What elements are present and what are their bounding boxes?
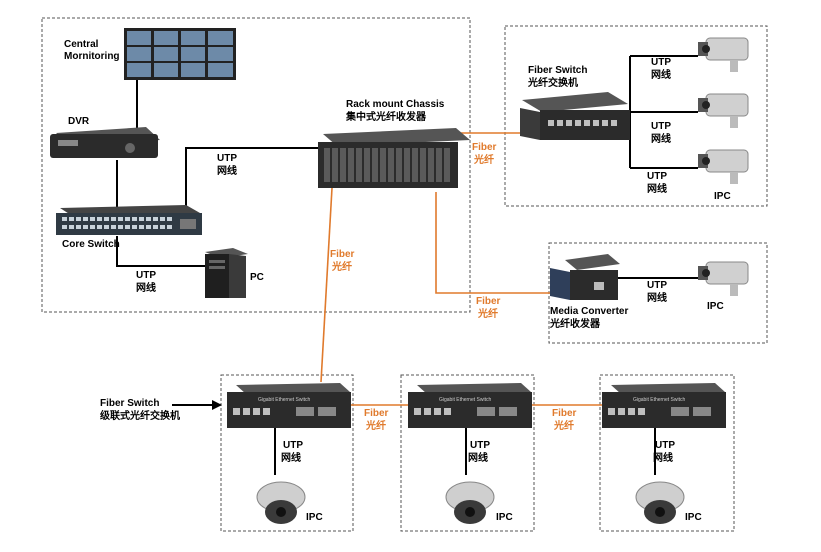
ipc-label-mc: IPC: [707, 301, 724, 312]
utp-label-c1: UTP: [283, 440, 303, 451]
fiber-label-cascade: Fiber: [330, 249, 355, 260]
fiber-label-c12: Fiber: [364, 408, 389, 419]
utp-coreswitch-chassis: [185, 147, 320, 210]
rack-chassis-icon: [318, 128, 470, 188]
switch-panel-text: Gigabit Ethernet Switch: [439, 397, 491, 403]
utp-label-cam2: UTP: [651, 121, 671, 132]
core-switch-icon: [56, 205, 202, 235]
fiber-cn-label-mc: 光纤: [477, 307, 498, 320]
fiber-chassis-mc: [435, 192, 553, 294]
utp-coreswitch-pc: [116, 236, 205, 267]
cascade-box-3: [599, 374, 735, 532]
utp-cn-label-pc: 网线: [136, 281, 156, 294]
dvr-label: DVR: [68, 116, 90, 127]
rack-chassis-label-en: Rack mount Chassis: [346, 99, 445, 110]
utp-label-chassis: UTP: [217, 153, 237, 164]
pc-tower-icon: [205, 248, 248, 298]
utp-cn-label-c2: 网线: [468, 451, 488, 464]
pc-label: PC: [250, 272, 264, 283]
cascade-box-2: [400, 374, 535, 532]
fiber-label-c23: Fiber: [552, 408, 577, 419]
utp-label-c2: UTP: [470, 440, 490, 451]
ipc-label-c3: IPC: [685, 512, 702, 523]
cascade-box-1: [220, 374, 354, 532]
cascade-switch-label-en: Fiber Switch: [100, 398, 159, 409]
bullet-camera-icon: [698, 261, 749, 296]
utp-cn-label-mc: 网线: [647, 291, 667, 304]
media-converter-label-cn: 光纤收发器: [549, 317, 601, 330]
fiber-chassis-cascade: [320, 187, 333, 383]
utp-cn-label-c1: 网线: [281, 451, 301, 464]
utp-cn-label-cam2: 网线: [651, 132, 671, 145]
utp-label-cam1: UTP: [651, 57, 671, 68]
rack-chassis-label-cn: 集中式光纤收发器: [345, 110, 427, 123]
monitor-wall-icon: [124, 28, 236, 80]
fiber-label-mc: Fiber: [476, 296, 501, 307]
fiber-cn-label-cascade: 光纤: [331, 260, 352, 273]
bullet-camera-icon: [698, 93, 749, 128]
utp-label-pc: UTP: [136, 270, 156, 281]
fiber-switch-icon: Gigabit Ethernet Switch: [408, 383, 532, 428]
arrow-right-icon: [172, 400, 222, 410]
cascade-switch-label-cn: 级联式光纤交换机: [99, 409, 180, 422]
utp-label-mc: UTP: [647, 280, 667, 291]
media-converter-icon: [550, 254, 620, 300]
fiber-cn-label-c12: 光纤: [365, 419, 386, 432]
ipc-label-c1: IPC: [306, 512, 323, 523]
ipc-label-c2: IPC: [496, 512, 513, 523]
fiber-switch-icon: [520, 92, 630, 140]
fiber-switch-icon: Gigabit Ethernet Switch: [227, 383, 351, 428]
fiber-cn-label-fsw: 光纤: [473, 153, 494, 166]
dvr-icon: [50, 127, 160, 158]
fiber-switch-label-en: Fiber Switch: [528, 65, 587, 76]
core-switch-label: Core Switch: [62, 239, 120, 250]
switch-panel-text: Gigabit Ethernet Switch: [633, 397, 685, 403]
control-room-box: [41, 17, 471, 313]
central-monitoring-label-1: Central: [64, 39, 99, 50]
switch-panel-text: Gigabit Ethernet Switch: [258, 397, 310, 403]
dome-camera-icon: [445, 481, 495, 524]
utp-label-c3: UTP: [655, 440, 675, 451]
utp-cn-label-chassis: 网线: [217, 164, 237, 177]
fiber-label-fsw: Fiber: [472, 142, 497, 153]
bullet-camera-icon: [698, 37, 749, 72]
utp-label-cam3: UTP: [647, 171, 667, 182]
fiber-switch-box: [504, 25, 768, 207]
fiber-cn-label-c23: 光纤: [553, 419, 574, 432]
fiber-switch-icon: Gigabit Ethernet Switch: [602, 383, 726, 428]
dome-camera-icon: [256, 481, 306, 524]
utp-cn-label-c3: 网线: [653, 451, 673, 464]
ipc-label-fsw: IPC: [714, 191, 731, 202]
utp-cn-label-cam1: 网线: [651, 68, 671, 81]
fiber-switch-label-cn: 光纤交换机: [527, 76, 578, 89]
media-converter-label-en: Media Converter: [550, 306, 628, 317]
central-monitoring-label-2: Mornitoring: [64, 51, 120, 62]
utp-cn-label-cam3: 网线: [647, 182, 667, 195]
dome-camera-icon: [635, 481, 685, 524]
bullet-camera-icon: [698, 149, 749, 184]
